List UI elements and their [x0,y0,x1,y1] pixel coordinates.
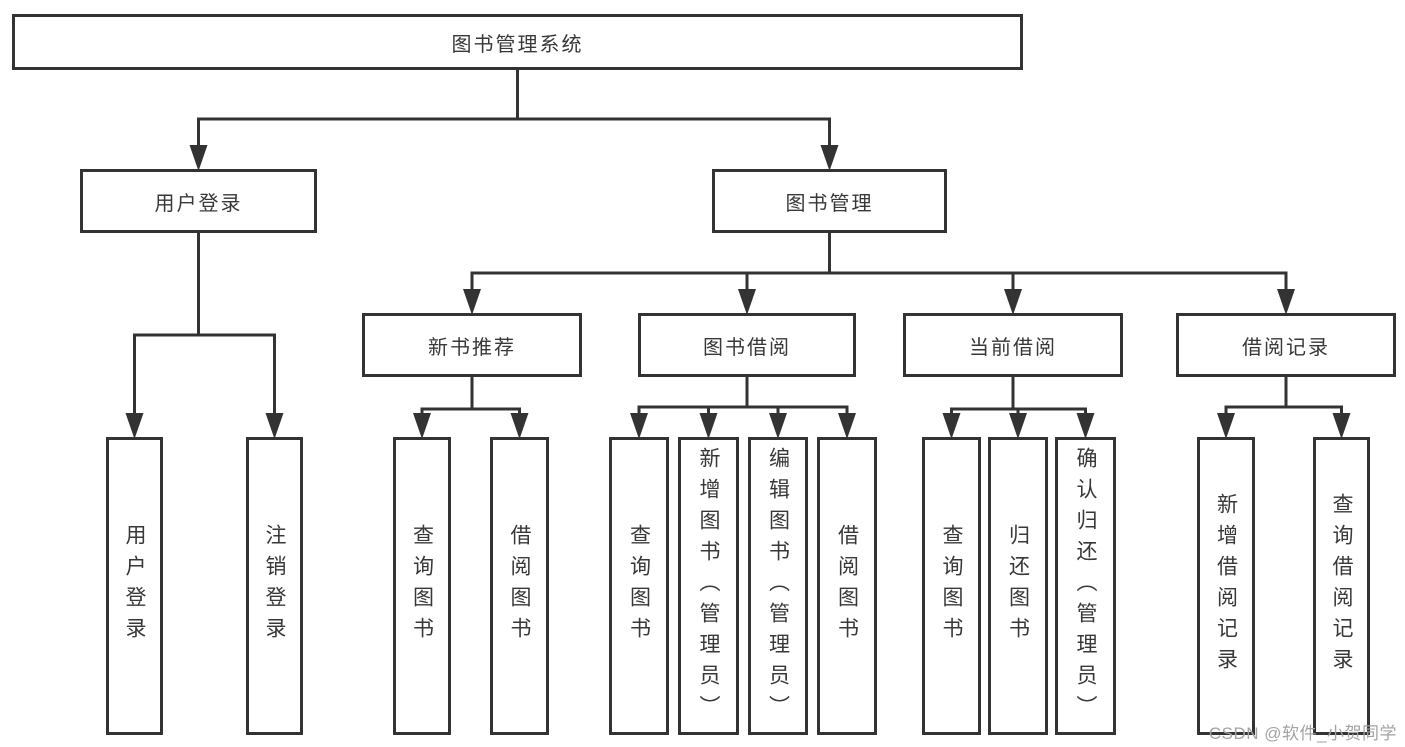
node-leaf-logout: 注销登录 [246,437,303,735]
node-leaf-return-books: 归还图书 [988,437,1048,735]
node-leaf-query-books-borrow: 查询图书 [609,437,669,735]
node-label-leaf-query-books-rec: 查询图书 [410,524,434,648]
node-label-root-system: 图书管理系统 [451,33,584,56]
watermark-text: CSDN @软件_小贺同学 [1208,724,1397,743]
node-label-borrowing-records: 借阅记录 [1242,336,1330,359]
node-leaf-query-books-rec: 查询图书 [393,437,451,735]
node-label-leaf-borrow-books-rec: 借阅图书 [508,524,531,648]
node-root-system: 图书管理系统 [12,14,1023,70]
node-label-current-borrowing: 当前借阅 [969,336,1057,359]
node-label-new-book-recommend: 新书推荐 [428,336,516,359]
node-leaf-edit-books-admin: 编辑图书（管理员） [748,437,808,735]
node-label-leaf-query-books-borrow: 查询图书 [627,524,651,648]
node-label-leaf-return-books: 归还图书 [1006,524,1030,648]
node-label-leaf-user-login: 用户登录 [123,524,146,648]
node-user-login: 用户登录 [80,169,317,233]
node-leaf-query-borrow-record: 查询借阅记录 [1313,437,1370,735]
node-leaf-add-borrow-record: 新增借阅记录 [1197,437,1255,735]
node-leaf-borrow-books-borrow: 借阅图书 [817,437,877,735]
node-label-leaf-edit-books-admin: 编辑图书（管理员） [766,446,790,726]
node-leaf-user-login: 用户登录 [106,437,163,735]
node-book-management: 图书管理 [712,169,947,233]
node-label-leaf-add-books-admin: 新增图书（管理员） [697,446,720,726]
node-leaf-borrow-books-rec: 借阅图书 [490,437,549,735]
node-borrowing-records: 借阅记录 [1176,313,1396,377]
node-label-leaf-confirm-return: 确认归还（管理员） [1074,446,1097,726]
node-label-book-management: 图书管理 [785,192,874,215]
node-label-leaf-query-borrow-record: 查询借阅记录 [1330,493,1353,679]
node-label-leaf-query-books-current: 查询图书 [940,524,963,648]
node-label-leaf-add-borrow-record: 新增借阅记录 [1214,493,1238,679]
node-new-book-recommend: 新书推荐 [362,313,582,377]
node-label-book-borrowing: 图书借阅 [703,336,791,359]
node-label-leaf-borrow-books-borrow: 借阅图书 [835,524,859,648]
node-label-user-login: 用户登录 [154,192,243,215]
node-book-borrowing: 图书借阅 [638,313,856,377]
node-current-borrowing: 当前借阅 [903,313,1123,377]
node-leaf-add-books-admin: 新增图书（管理员） [678,437,739,735]
node-label-leaf-logout: 注销登录 [263,524,286,648]
node-leaf-confirm-return: 确认归还（管理员） [1055,437,1116,735]
node-leaf-query-books-current: 查询图书 [922,437,981,735]
